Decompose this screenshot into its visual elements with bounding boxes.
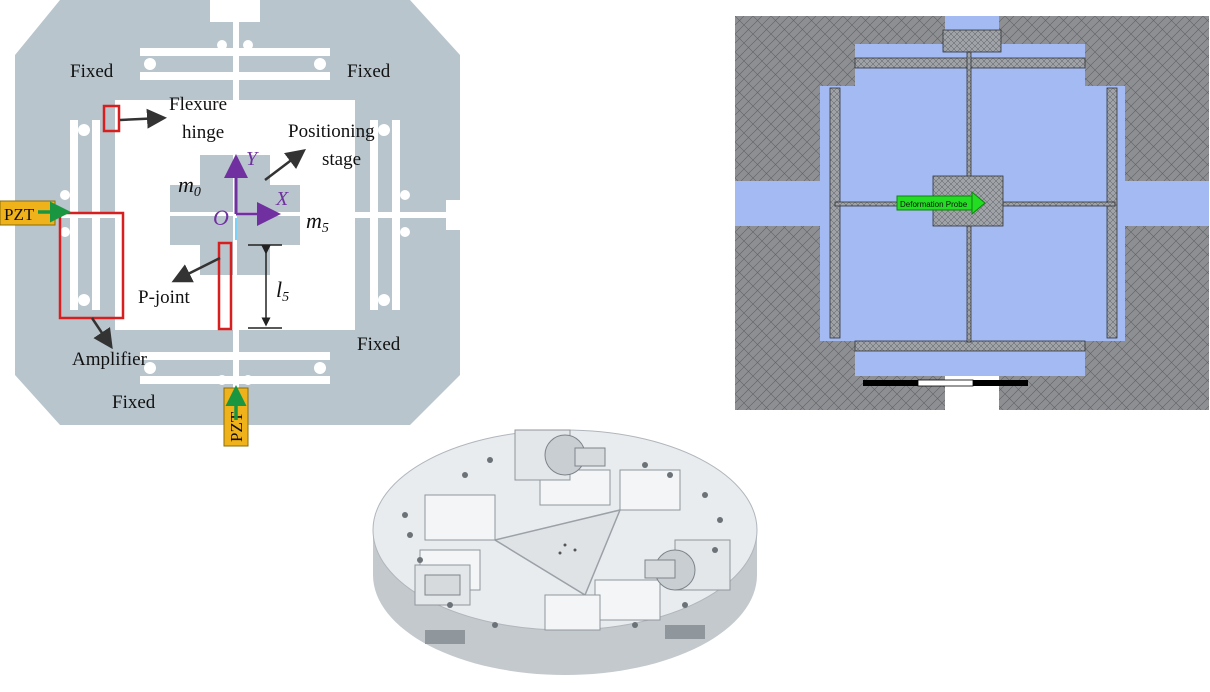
label-flexure-1: Flexure xyxy=(169,94,227,115)
stage-3d-render xyxy=(365,410,765,687)
bolt-holes xyxy=(402,457,723,628)
actuator-top xyxy=(514,429,606,481)
label-flexure-2: hinge xyxy=(182,122,224,143)
mesh-region-br xyxy=(999,226,1209,410)
mesh-region-bl xyxy=(735,226,945,410)
label-fixed-tl: Fixed xyxy=(70,61,114,82)
hinge-circles xyxy=(60,40,410,385)
disc-slot-left xyxy=(425,630,465,644)
scale-bar-left xyxy=(863,380,918,386)
actuator-left xyxy=(414,564,471,606)
label-fixed-bl: Fixed xyxy=(112,392,156,413)
pzt-bottom-actuator: PZT xyxy=(223,385,249,447)
label-origin: O xyxy=(213,205,229,230)
label-l5: l5 xyxy=(276,277,289,305)
label-m0: m0 xyxy=(178,172,201,200)
flexure-hinge-highlight xyxy=(102,104,121,133)
label-m5: m5 xyxy=(306,208,329,236)
label-pjoint: P-joint xyxy=(138,287,190,308)
svg-text:PZT: PZT xyxy=(227,411,246,442)
top-input-slot xyxy=(210,0,260,22)
label-fixed-br: Fixed xyxy=(357,334,401,355)
flexure-hinge-pointer xyxy=(119,108,167,129)
label-amplifier: Amplifier xyxy=(72,349,148,370)
svg-text:PZT: PZT xyxy=(4,205,35,224)
flexure-arms xyxy=(419,469,681,631)
amplifier-pointer xyxy=(90,317,113,350)
pjoint-pointer xyxy=(171,256,221,283)
fea-mesh-view: Deformation Probe xyxy=(735,16,1209,410)
mesh-region-tr xyxy=(999,16,1209,181)
pjoint-highlight xyxy=(217,241,233,331)
mesh-region-tl xyxy=(735,16,945,181)
actuator-right xyxy=(644,539,731,591)
right-input-slot xyxy=(446,200,466,230)
flexure-rails xyxy=(40,20,450,400)
center-cross-v xyxy=(233,100,237,330)
disc-slot-right xyxy=(665,625,705,639)
scale-bar-mid xyxy=(917,379,974,387)
compliant-stage-schematic: Fixed Fixed Fixed Fixed Flexure hinge Po… xyxy=(0,0,470,450)
label-fixed-tr: Fixed xyxy=(347,61,391,82)
central-triangle xyxy=(493,508,622,597)
label-positioning-1: Positioning xyxy=(288,121,375,142)
positioning-stage-pointer xyxy=(264,148,306,181)
pzt-left-actuator: PZT xyxy=(0,200,71,226)
amplifier-highlight xyxy=(58,211,125,320)
probe-arrowhead xyxy=(971,190,986,216)
label-axis-y: Y xyxy=(246,148,259,170)
probe-label: Deformation Probe xyxy=(900,200,968,209)
label-positioning-2: stage xyxy=(322,149,361,170)
scale-bar-right xyxy=(973,380,1028,386)
label-axis-x: X xyxy=(275,188,289,210)
